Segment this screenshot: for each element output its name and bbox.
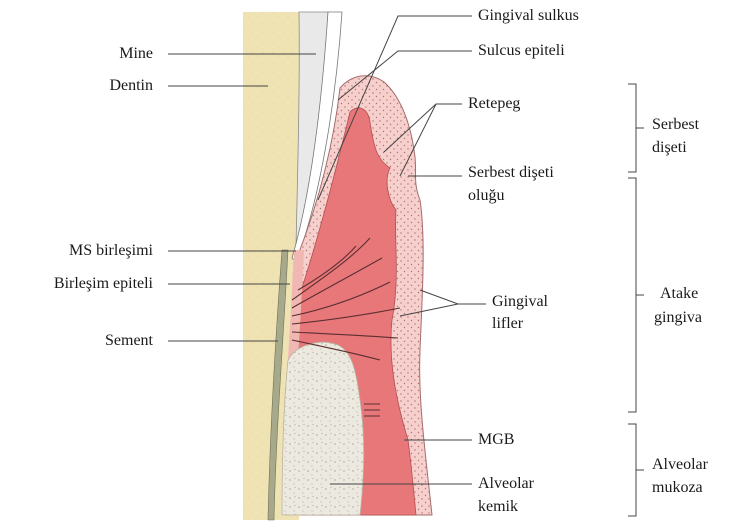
- region-brackets: [628, 84, 644, 516]
- label-serbest-diseti-olugu-1: Serbest dişeti: [468, 163, 554, 183]
- label-gingival-lifler-1: Gingival: [492, 292, 548, 312]
- region-atake-2: gingiva: [654, 308, 702, 328]
- label-birlesim-epiteli: Birleşim epiteli: [54, 274, 153, 294]
- label-sement: Sement: [105, 331, 153, 351]
- label-alveolar-kemik-2: kemik: [478, 497, 518, 517]
- region-alveolar-2: mukoza: [652, 478, 703, 498]
- label-serbest-diseti-olugu-2: oluğu: [468, 186, 504, 206]
- label-mine: Mine: [119, 44, 153, 64]
- bracket-atake: [628, 178, 644, 412]
- bracket-alveolar: [628, 424, 644, 516]
- label-gingival-lifler-2: lifler: [492, 314, 523, 334]
- leader-gingival-lifler: [420, 290, 486, 304]
- region-atake-1: Atake: [660, 284, 698, 304]
- region-alveolar-1: Alveolar: [652, 455, 708, 475]
- label-mgb: MGB: [478, 430, 514, 450]
- label-ms-birlesimi: MS birleşimi: [69, 241, 153, 261]
- label-alveolar-kemik-1: Alveolar: [478, 474, 534, 494]
- label-retepeg: Retepeg: [468, 94, 520, 114]
- region-serbest-2: dişeti: [652, 138, 687, 158]
- bone-speckle: [282, 342, 364, 515]
- bracket-serbest: [628, 84, 644, 172]
- label-gingival-sulkus: Gingival sulkus: [478, 6, 579, 26]
- label-sulcus-epiteli: Sulcus epiteli: [478, 41, 565, 61]
- region-serbest-1: Serbest: [652, 115, 699, 135]
- label-dentin: Dentin: [109, 76, 153, 96]
